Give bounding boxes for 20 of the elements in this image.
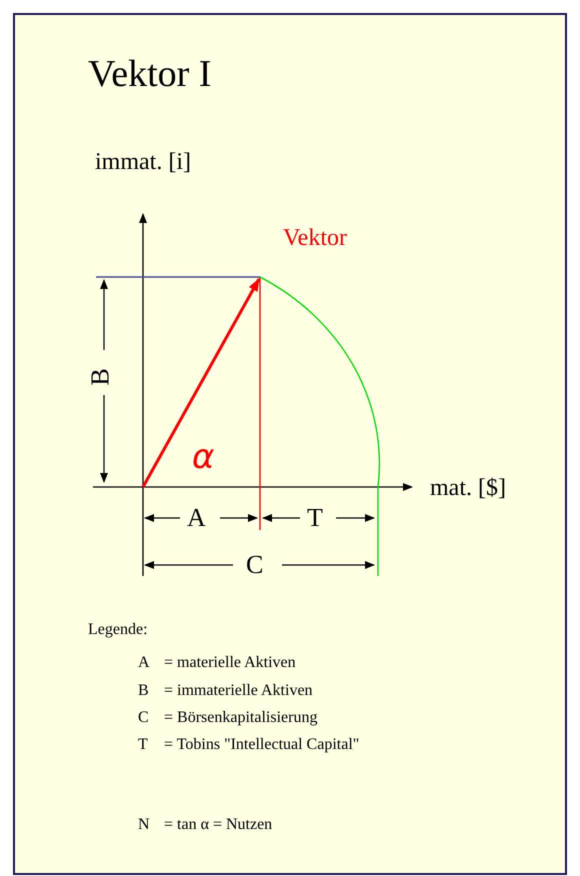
title: Vektor I <box>88 55 212 93</box>
vector-label: Vektor <box>283 226 347 250</box>
legend-symbol: N <box>138 817 150 833</box>
legend-symbol: C <box>138 710 149 726</box>
axis-label: immat. [i] <box>95 150 191 174</box>
legend-text: = Börsenkapitalisierung <box>164 710 318 726</box>
dimension-label: T <box>307 505 323 531</box>
dimension-label: C <box>246 552 264 578</box>
legend-text: = immaterielle Aktiven <box>164 683 313 699</box>
dimension-label: B <box>88 368 114 386</box>
legend-heading: Legende: <box>88 622 148 638</box>
legend-symbol: A <box>138 655 150 671</box>
legend-text: = Tobins "Intellectual Capital" <box>164 737 360 753</box>
dimension-label: A <box>187 505 206 531</box>
legend-symbol: T <box>138 737 148 753</box>
axis-label: mat. [$] <box>430 476 506 500</box>
angle-label: α <box>192 440 214 474</box>
legend-text: = materielle Aktiven <box>164 655 296 671</box>
formula-text: = tan α = Nutzen <box>164 817 272 833</box>
legend-symbol: B <box>138 683 149 699</box>
